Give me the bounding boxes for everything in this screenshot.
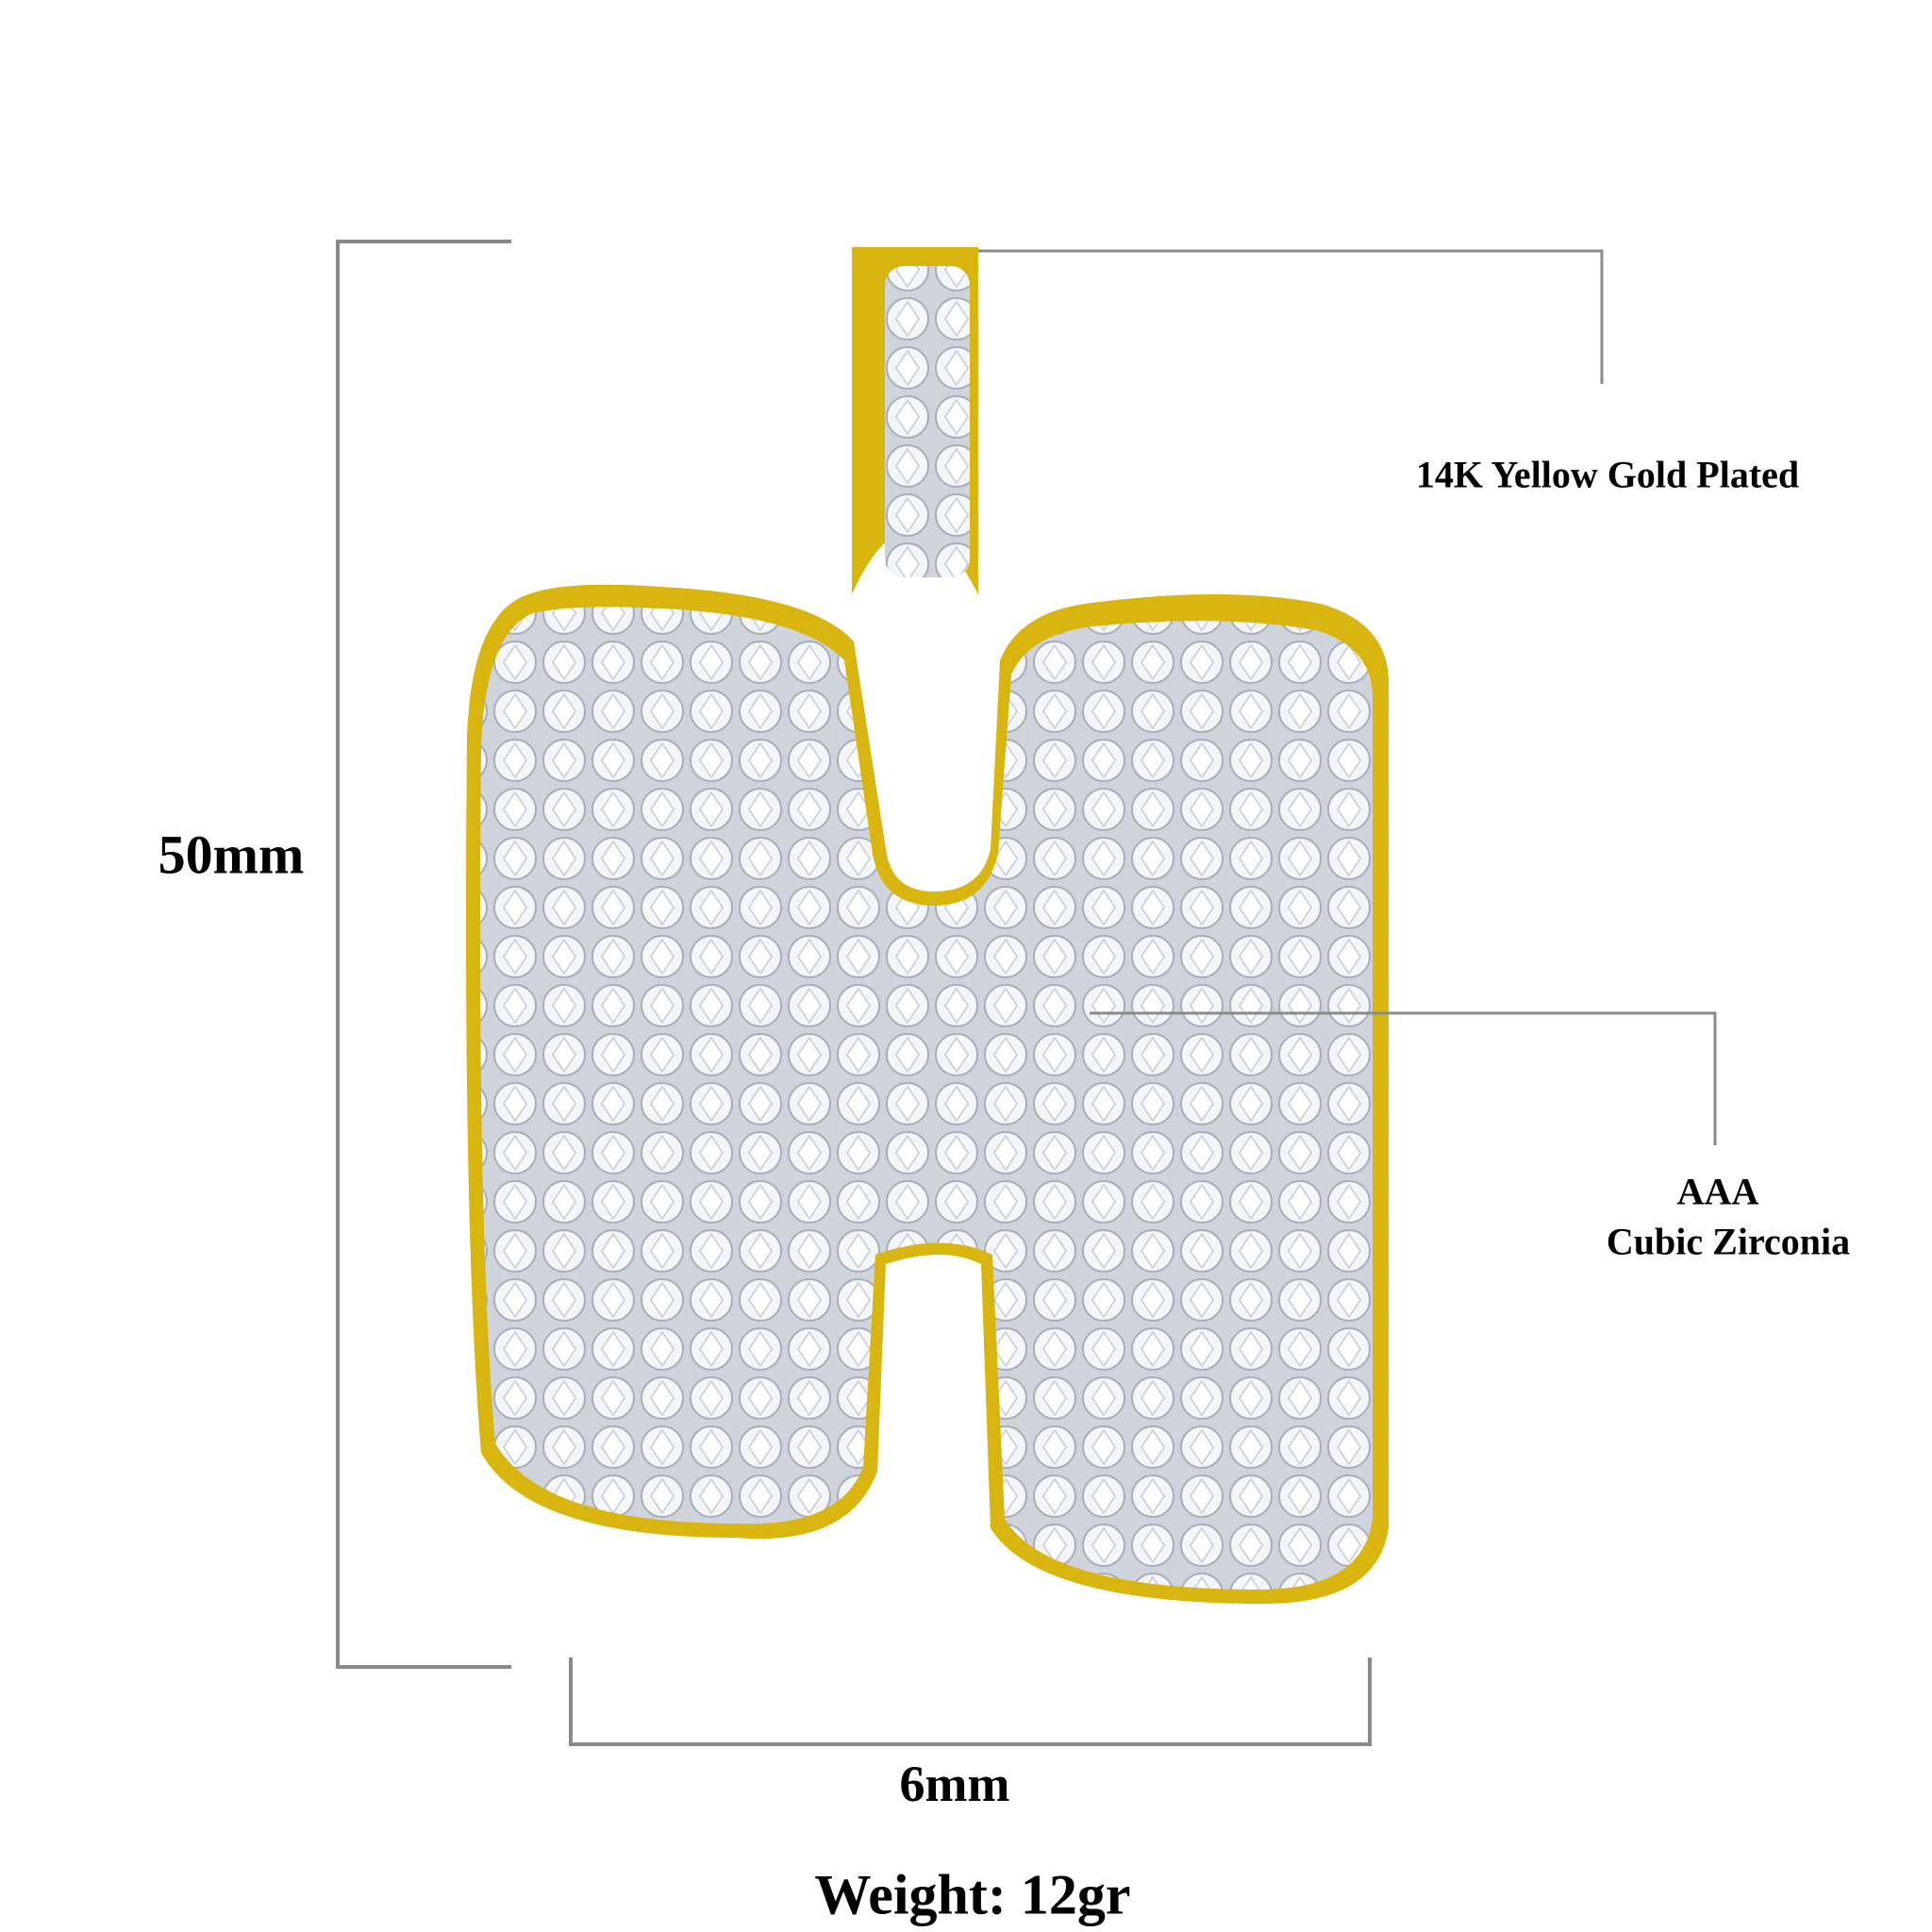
height-dimension-bracket (336, 240, 511, 1669)
height-label: 50mm (158, 824, 305, 886)
plating-callout-line (978, 249, 1604, 384)
width-label: 6mm (899, 1756, 1010, 1812)
stone-type-label: Cubic Zirconia (1606, 1220, 1851, 1263)
stone-callout-line (1090, 1011, 1717, 1145)
pendant-bail (852, 247, 978, 594)
stone-grade-label: AAA (1676, 1170, 1759, 1213)
width-dimension-bracket (569, 1657, 1372, 1746)
plating-label: 14K Yellow Gold Plated (1415, 453, 1800, 496)
pendant-letter-h (466, 584, 1389, 1604)
weight-label: Weight: 12gr (814, 1863, 1131, 1926)
